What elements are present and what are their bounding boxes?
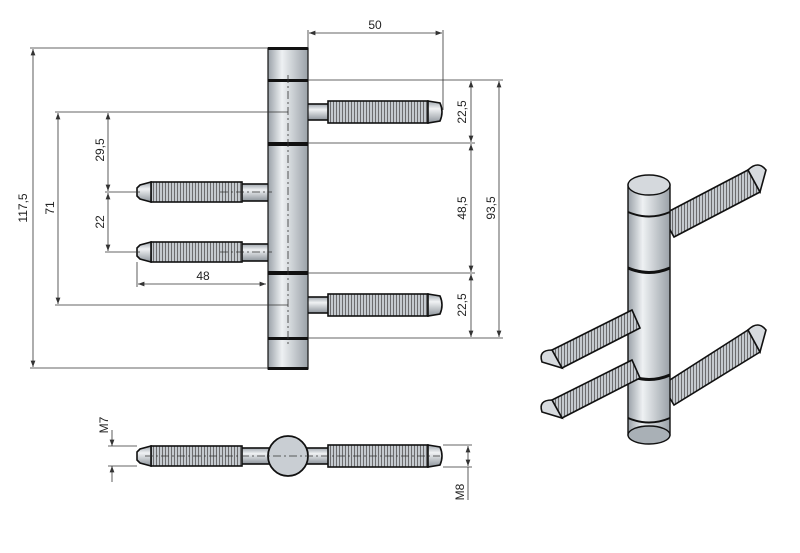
right-pin-bottom — [305, 293, 443, 317]
dim-left-pin-length: 48 — [196, 269, 210, 283]
dim-overall-height: 117,5 — [16, 193, 30, 222]
dim-middle-segment: 48,5 — [455, 196, 469, 220]
hinge-barrel — [220, 47, 309, 370]
right-pin-top — [305, 100, 443, 124]
isometric-view — [540, 164, 767, 445]
dimension-lines — [30, 30, 503, 369]
iso-pin-upper-right — [660, 164, 767, 239]
left-pin-top — [136, 180, 271, 204]
dim-outer-segments: 93,5 — [484, 196, 498, 220]
iso-pin-lower-right — [660, 324, 767, 407]
dim-top-segment: 22,5 — [455, 100, 469, 124]
dim-left-pin-spacing: 22 — [93, 215, 107, 229]
dim-left-thread: M7 — [97, 416, 111, 433]
left-pin-bottom — [136, 240, 271, 264]
iso-pin-lower-left — [540, 358, 642, 420]
iso-pin-upper-left — [540, 308, 642, 370]
dim-bottom-segment: 22,5 — [455, 293, 469, 317]
dim-pin-length: 50 — [368, 18, 382, 32]
top-view: M7 M8 — [97, 416, 472, 500]
dim-left-pin-span: 71 — [43, 201, 57, 215]
dim-right-thread: M8 — [453, 483, 467, 500]
iso-barrel — [627, 174, 671, 445]
dim-top-to-left-pin: 29,5 — [93, 138, 107, 162]
front-view: 50 117,5 71 29,5 22 48 22,5 48,5 22,5 93… — [16, 18, 503, 370]
